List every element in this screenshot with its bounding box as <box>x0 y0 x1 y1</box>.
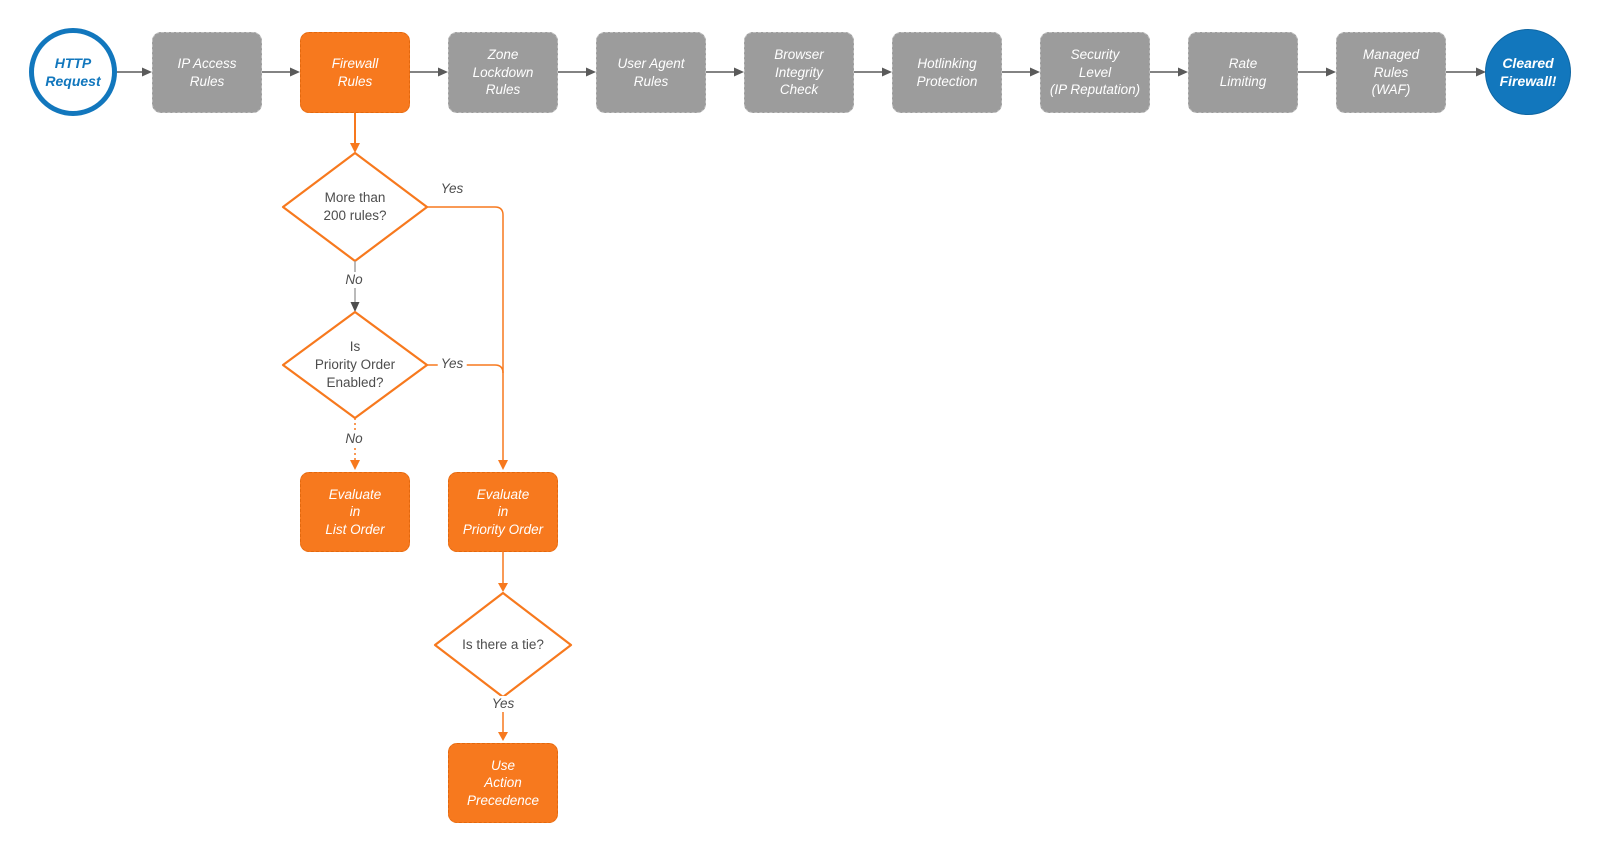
process-label: Security Level (IP Reputation) <box>1049 47 1141 98</box>
arrowhead <box>350 460 360 470</box>
outcome-evaluate-in-priority-order: Evaluate in Priority Order <box>448 472 558 552</box>
process-managed-rules-waf: Managed Rules (WAF) <box>1336 32 1446 113</box>
arrowhead <box>498 460 508 470</box>
firewall-branch-connectors <box>281 113 573 741</box>
end-node-cleared-firewall: Cleared Firewall! <box>1485 29 1571 115</box>
arrowhead <box>1030 67 1040 77</box>
process-security-level: Security Level (IP Reputation) <box>1040 32 1150 113</box>
decision1-shape <box>281 151 429 263</box>
decision2-yes-label: Yes <box>437 356 467 372</box>
process-user-agent-rules: User Agent Rules <box>596 32 706 113</box>
edge-decision1-yes <box>427 206 504 460</box>
process-label: Rate Limiting <box>1219 56 1267 89</box>
arrowhead <box>734 67 744 77</box>
arrowhead <box>350 302 360 312</box>
process-browser-integrity-check: Browser Integrity Check <box>744 32 854 113</box>
outcome-label: Use Action Precedence <box>466 757 540 808</box>
process-label: Managed Rules (WAF) <box>1362 47 1420 98</box>
process-label: Browser Integrity Check <box>774 47 824 98</box>
process-zone-lockdown-rules: Zone Lockdown Rules <box>448 32 558 113</box>
outcome-label: Evaluate in List Order <box>325 486 385 537</box>
decision1-yes-label: Yes <box>437 181 467 197</box>
arrowhead <box>142 67 152 77</box>
arrowhead <box>586 67 596 77</box>
arrowhead <box>498 732 508 741</box>
arrowhead <box>438 67 448 77</box>
process-label: Firewall Rules <box>331 56 379 89</box>
process-rate-limiting: Rate Limiting <box>1188 32 1298 113</box>
process-label: Hotlinking Protection <box>916 56 978 89</box>
edge-decision2-yes <box>427 364 504 374</box>
arrowhead <box>290 67 300 77</box>
process-hotlinking-protection: Hotlinking Protection <box>892 32 1002 113</box>
arrowhead <box>498 583 508 592</box>
arrowhead <box>882 67 892 77</box>
decision2-no-label: No <box>342 431 366 447</box>
start-node-label: HTTP Request <box>45 55 101 89</box>
top-row-connectors <box>117 67 1486 77</box>
end-node-label: Cleared Firewall! <box>1499 55 1557 89</box>
process-label: Zone Lockdown Rules <box>472 47 534 98</box>
outcome-use-action-precedence: Use Action Precedence <box>448 743 558 823</box>
process-ip-access-rules: IP Access Rules <box>152 32 262 113</box>
decision2-shape <box>281 310 429 420</box>
arrowhead <box>1476 67 1486 77</box>
process-label: IP Access Rules <box>177 56 237 89</box>
process-firewall-rules: Firewall Rules <box>300 32 410 113</box>
arrowhead <box>1178 67 1188 77</box>
decision3-yes-label: Yes <box>488 696 518 712</box>
start-node-http-request: HTTP Request <box>29 28 117 116</box>
outcome-label: Evaluate in Priority Order <box>462 486 544 537</box>
decision1-no-label: No <box>342 272 366 288</box>
arrowhead <box>350 143 360 153</box>
process-label: User Agent Rules <box>617 56 685 89</box>
arrowhead <box>1326 67 1336 77</box>
outcome-evaluate-in-list-order: Evaluate in List Order <box>300 472 410 552</box>
decision3-shape <box>433 591 573 699</box>
